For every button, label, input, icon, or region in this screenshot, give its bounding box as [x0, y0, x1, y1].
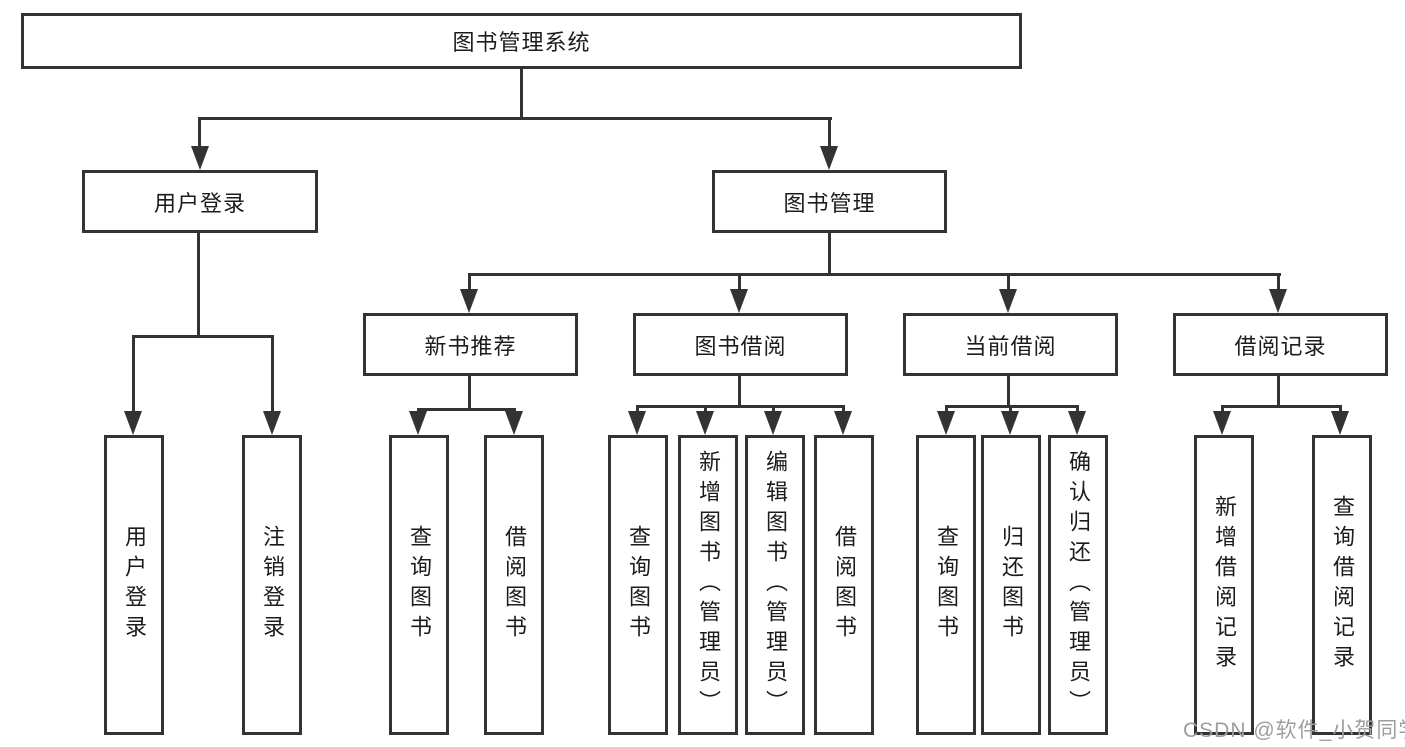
node-book-management: 图书管理: [712, 170, 947, 233]
connector-to-user-login: [198, 117, 201, 148]
leaf-cb-query-book-label: 查询图书: [934, 525, 959, 645]
connector-to-current-borrow: [1007, 273, 1010, 293]
leaf-nbr-query-book-label: 查询图书: [407, 525, 432, 645]
arrowhead-bb-query: [628, 411, 646, 435]
connector-to-cb-return: [1009, 405, 1012, 413]
arrowhead-book-management: [820, 146, 838, 170]
arrowhead-br-query: [1331, 411, 1349, 435]
leaf-bb-query-book: 查询图书: [608, 435, 668, 735]
leaf-cb-return-book-label: 归还图书: [999, 525, 1024, 645]
node-new-book-recommend: 新书推荐: [363, 313, 578, 376]
connector-nbr-split: [417, 408, 516, 411]
connector-to-cb-confirm: [1076, 405, 1079, 413]
arrowhead-nbr-borrow: [505, 411, 523, 435]
connector-book-management-stem: [828, 233, 831, 273]
connector-bb-split: [636, 405, 845, 408]
leaf-cb-confirm-return-admin-label: 确认归还（管理员）: [1066, 450, 1091, 720]
arrowhead-br-add: [1213, 411, 1231, 435]
leaf-logout: 注销登录: [242, 435, 302, 735]
connector-br-stem: [1277, 376, 1280, 405]
leaf-bb-edit-book-admin-label: 编辑图书（管理员）: [763, 450, 788, 720]
leaf-bb-add-book-admin-label: 新增图书（管理员）: [696, 450, 721, 720]
node-borrow-record-label: 借阅记录: [1234, 333, 1327, 359]
node-root: 图书管理系统: [21, 13, 1022, 69]
connector-book-management-split: [468, 273, 1281, 276]
arrowhead-bb-edit: [764, 411, 782, 435]
arrowhead-bb-borrow: [834, 411, 852, 435]
node-book-borrow: 图书借阅: [633, 313, 848, 376]
connector-root-stem: [520, 68, 523, 118]
node-user-login: 用户登录: [82, 170, 318, 233]
arrowhead-cb-confirm: [1068, 411, 1086, 435]
leaf-cb-query-book: 查询图书: [916, 435, 976, 735]
leaf-user-login-label: 用户登录: [122, 525, 147, 645]
leaf-bb-borrow-book-label: 借阅图书: [832, 525, 857, 645]
connector-root-split: [198, 117, 832, 120]
leaf-logout-label: 注销登录: [260, 525, 285, 645]
leaf-bb-edit-book-admin: 编辑图书（管理员）: [745, 435, 805, 735]
leaf-br-add-record-label: 新增借阅记录: [1212, 495, 1237, 675]
connector-cb-split: [945, 405, 1079, 408]
connector-to-leaf-logout: [271, 335, 274, 413]
node-root-label: 图书管理系统: [452, 30, 591, 55]
connector-to-bb-edit: [772, 405, 775, 413]
connector-to-borrow-record: [1277, 273, 1280, 293]
arrowhead-leaf-user-login: [124, 411, 142, 435]
connector-user-login-stem: [197, 233, 200, 335]
connector-to-cb-query: [945, 405, 948, 413]
connector-to-bb-query: [636, 405, 639, 413]
arrowhead-cb-return: [1001, 411, 1019, 435]
leaf-br-add-record: 新增借阅记录: [1194, 435, 1254, 735]
leaf-cb-return-book: 归还图书: [981, 435, 1041, 735]
node-book-management-label: 图书管理: [783, 190, 876, 216]
connector-to-book-management: [828, 117, 831, 148]
connector-nbr-stem: [468, 376, 471, 408]
arrowhead-bb-add: [696, 411, 714, 435]
arrowhead-current-borrow: [999, 289, 1017, 313]
connector-br-split: [1221, 405, 1341, 408]
leaf-nbr-borrow-book: 借阅图书: [484, 435, 544, 735]
connector-to-new-book-recommend: [468, 273, 471, 293]
leaf-bb-add-book-admin: 新增图书（管理员）: [678, 435, 738, 735]
leaf-bb-query-book-label: 查询图书: [626, 525, 651, 645]
arrowhead-cb-query: [937, 411, 955, 435]
leaf-nbr-borrow-book-label: 借阅图书: [502, 525, 527, 645]
connector-to-br-add: [1221, 405, 1224, 413]
arrowhead-leaf-logout: [263, 411, 281, 435]
node-new-book-recommend-label: 新书推荐: [424, 333, 517, 359]
node-user-login-label: 用户登录: [153, 190, 246, 216]
node-current-borrow-label: 当前借阅: [964, 333, 1057, 359]
connector-to-book-borrow: [738, 273, 741, 293]
arrowhead-borrow-record: [1269, 289, 1287, 313]
node-current-borrow: 当前借阅: [903, 313, 1118, 376]
leaf-br-query-record-label: 查询借阅记录: [1330, 495, 1355, 675]
arrowhead-user-login: [191, 146, 209, 170]
connector-to-leaf-user-login: [132, 335, 135, 413]
leaf-cb-confirm-return-admin: 确认归还（管理员）: [1048, 435, 1108, 735]
connector-to-br-query: [1339, 405, 1342, 413]
watermark: CSDN @软件_小贺同学: [1183, 719, 1405, 742]
node-book-borrow-label: 图书借阅: [694, 333, 787, 359]
leaf-nbr-query-book: 查询图书: [389, 435, 449, 735]
node-borrow-record: 借阅记录: [1173, 313, 1388, 376]
connector-to-bb-add: [704, 405, 707, 413]
leaf-user-login: 用户登录: [104, 435, 164, 735]
connector-user-login-split: [132, 335, 274, 338]
connector-to-bb-borrow: [842, 405, 845, 413]
connector-bb-stem: [738, 376, 741, 405]
connector-cb-stem: [1007, 376, 1010, 405]
arrowhead-new-book-recommend: [460, 289, 478, 313]
leaf-bb-borrow-book: 借阅图书: [814, 435, 874, 735]
leaf-br-query-record: 查询借阅记录: [1312, 435, 1372, 735]
arrowhead-nbr-query: [409, 411, 427, 435]
arrowhead-book-borrow: [730, 289, 748, 313]
